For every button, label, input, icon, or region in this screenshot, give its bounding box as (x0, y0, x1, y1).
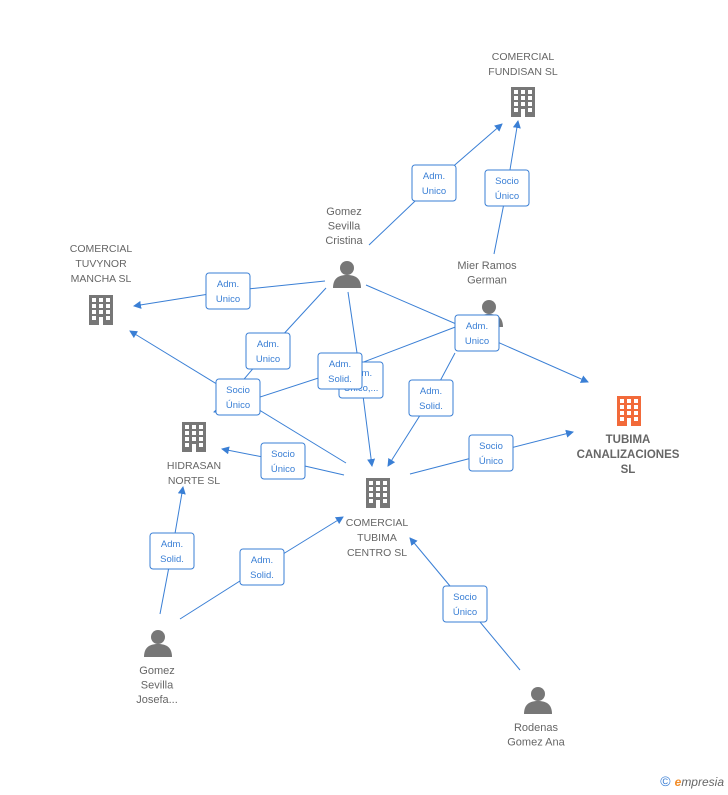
edge-role-text: Adm. (423, 171, 445, 182)
edge-role-text: Unico (216, 294, 240, 305)
node-label: FUNDISAN SL (488, 66, 558, 78)
person-icon (333, 261, 361, 288)
node-cristina[interactable] (333, 261, 361, 288)
node-label: Rodenas (514, 722, 559, 734)
node-label: Sevilla (328, 221, 361, 233)
node-fundisan[interactable] (511, 87, 535, 117)
edge-box-frame (411, 164, 457, 202)
edge-role-text: Solid. (160, 554, 184, 565)
edge-role-text: Único (271, 464, 295, 475)
edge-role-text: Único (479, 456, 503, 467)
edge-box-frame (317, 352, 363, 390)
edge-role-text: Unico (465, 336, 489, 347)
node-label: Josefa... (136, 694, 178, 706)
building-icon (89, 295, 113, 325)
edge-role-box[interactable]: Adm. Unico (205, 272, 251, 310)
edge-role-text: Unico (256, 354, 280, 365)
edge-box-frame (260, 442, 306, 480)
node-label: TUBIMA (606, 434, 651, 446)
node-hidrasan[interactable] (182, 422, 206, 452)
edge-box-frame (484, 169, 530, 207)
node-label: Gomez (326, 206, 361, 218)
edge-role-box[interactable]: Adm. Unico (454, 314, 500, 352)
node-label: NORTE SL (168, 475, 220, 487)
node-label: TUVYNOR (75, 258, 127, 270)
node-label: Gomez Ana (507, 737, 565, 749)
node-label: CENTRO SL (347, 547, 407, 559)
empresia-brand[interactable]: ©empresia (660, 773, 724, 789)
edge-role-text: Adm. (329, 359, 351, 370)
edge-role-box[interactable]: Adm. Solid. (149, 532, 195, 570)
edge-role-box[interactable]: Adm. Unico (411, 164, 457, 202)
edge-role-text: Adm. (161, 539, 183, 550)
edge-role-text: Unico (422, 186, 446, 197)
brand-logo-e: e (674, 775, 682, 789)
node-label: CANALIZACIONES (577, 449, 680, 461)
edge-role-text: Solid. (250, 570, 274, 581)
node-label: SL (621, 464, 636, 476)
building-icon (182, 422, 206, 452)
edge-box-frame (245, 332, 291, 370)
edge-role-text: Adm. (251, 555, 273, 566)
node-label: Mier Ramos (457, 260, 517, 272)
node-label: Gomez (139, 665, 174, 677)
edge-role-text: Socio (271, 449, 295, 460)
edge-role-text: Único (226, 400, 250, 411)
node-label: HIDRASAN (167, 460, 221, 472)
node-tuvynor[interactable] (89, 295, 113, 325)
building-icon (511, 87, 535, 117)
node-label: COMERCIAL (492, 51, 555, 63)
edge-role-text: Único (495, 191, 519, 202)
node-label: German (467, 275, 507, 287)
building-icon (617, 396, 641, 426)
edge-box-frame (205, 272, 251, 310)
edge-role-text: Socio (453, 592, 477, 603)
edge-role-text: Adm. (257, 339, 279, 350)
edge-box-frame (408, 379, 454, 417)
edge-role-text: Solid. (328, 374, 352, 385)
node-label: Sevilla (141, 680, 174, 692)
edge-role-text: Único (453, 607, 477, 618)
edge-box-frame (442, 585, 488, 623)
copyright-icon: © (660, 773, 671, 789)
edge-role-text: Socio (479, 441, 503, 452)
edge-role-text: Adm. (420, 386, 442, 397)
node-label: Cristina (325, 235, 363, 247)
edge-role-text: Adm. (466, 321, 488, 332)
node-tubima[interactable] (617, 396, 641, 426)
edge-role-text: Socio (226, 385, 250, 396)
node-josefa[interactable] (144, 630, 172, 657)
edge-role-text: Adm. (217, 279, 239, 290)
edge-role-box[interactable]: Adm. Solid. (408, 379, 454, 417)
node-label: COMERCIAL (346, 517, 409, 529)
person-icon (524, 687, 552, 714)
edge-box-frame (215, 378, 261, 416)
node-centro[interactable] (366, 478, 390, 508)
node-label: MANCHA SL (71, 273, 132, 285)
edge-box-frame (149, 532, 195, 570)
edge-box-frame (239, 548, 285, 586)
node-label: COMERCIAL (70, 243, 133, 255)
edge-role-box[interactable]: Adm. Solid. (317, 352, 363, 390)
edge-role-text: Solid. (419, 401, 443, 412)
node-label: TUBIMA (357, 532, 397, 544)
edge-box-frame (454, 314, 500, 352)
building-icon (366, 478, 390, 508)
node-ana[interactable] (524, 687, 552, 714)
edge-role-box[interactable]: Adm. Unico (245, 332, 291, 370)
edge-role-text: Socio (495, 176, 519, 187)
edge-box-frame (468, 434, 514, 472)
person-icon (144, 630, 172, 657)
brand-logo-text: mpresia (681, 775, 724, 789)
edge-role-box[interactable]: Adm. Solid. (239, 548, 285, 586)
